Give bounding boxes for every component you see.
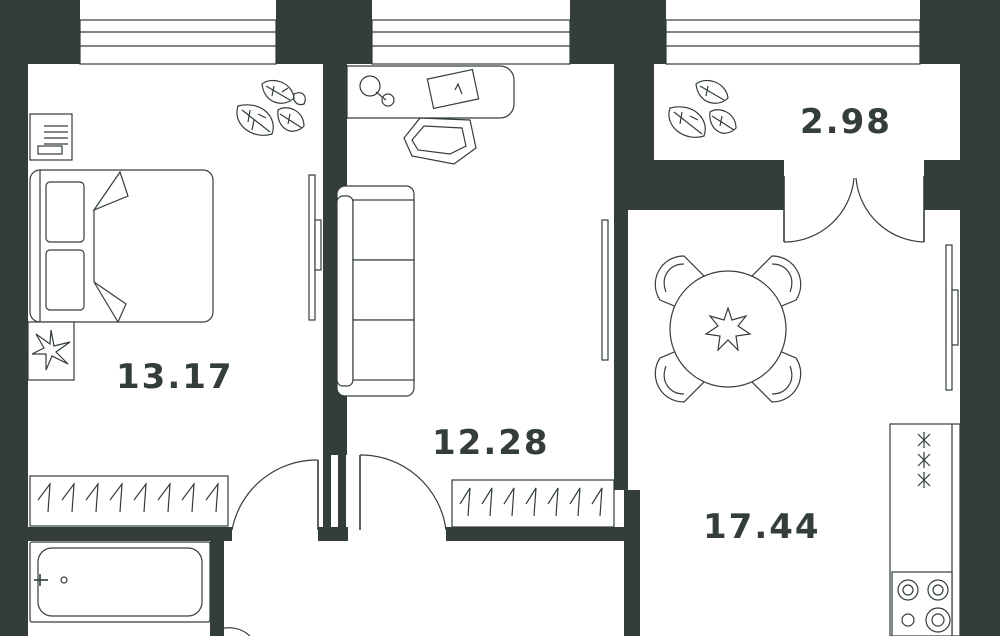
- radiator-icon: [601, 219, 609, 361]
- sofa-icon: [336, 185, 415, 397]
- window-icon: [371, 19, 571, 65]
- room-area-kitchen: 17.44: [703, 507, 821, 547]
- dining-table-icon: [654, 255, 802, 403]
- window-icon: [79, 19, 277, 65]
- room-area-living: 12.28: [432, 423, 550, 463]
- door-icon: [783, 176, 925, 243]
- shelf-icon: [29, 113, 73, 161]
- room-area-balcony: 2.98: [800, 102, 892, 142]
- wardrobe-icon: [29, 475, 229, 527]
- window-icon: [665, 19, 921, 65]
- radiator-icon: [308, 174, 322, 321]
- radiator-icon: [945, 244, 959, 391]
- plant-icon: [236, 79, 306, 136]
- door-icon: [231, 459, 319, 531]
- door-icon: [359, 454, 447, 531]
- plant-icon: [668, 79, 737, 138]
- stove-icon: [891, 571, 953, 636]
- desk-icon: [346, 65, 515, 119]
- bed-icon: [29, 169, 214, 324]
- room-area-bedroom: 13.17: [116, 357, 234, 397]
- chair-icon: [403, 117, 477, 165]
- wardrobe-icon: [451, 479, 615, 528]
- door-icon: [213, 627, 251, 636]
- bathtub-icon: [29, 541, 211, 623]
- plant-icon: [27, 321, 75, 381]
